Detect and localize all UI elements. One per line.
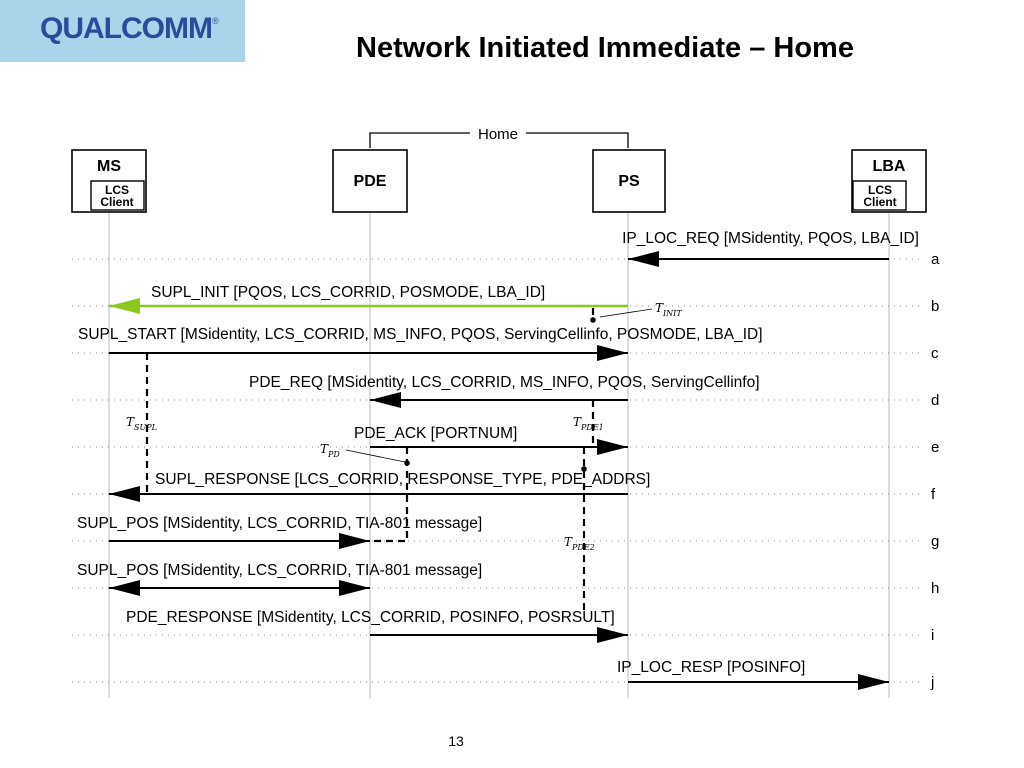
svg-text:Client: Client — [100, 195, 133, 209]
timer-pde2-label: TPDE2 — [564, 535, 595, 552]
svg-text:LBA: LBA — [873, 158, 906, 175]
message-label-c: SUPL_START [MSidentity, LCS_CORRID, MS_I… — [78, 326, 763, 343]
message-label-j: IP_LOC_RESP [POSINFO] — [617, 659, 805, 676]
message-label-b: SUPL_INIT [PQOS, LCS_CORRID, POSMODE, LB… — [151, 284, 545, 301]
entity-lba: LBA LCS Client — [851, 149, 927, 213]
row-letter-j: j — [930, 674, 934, 691]
message-label-e: PDE_ACK [PORTNUM] — [354, 425, 517, 442]
row-letter-d: d — [931, 392, 939, 409]
message-label-a: IP_LOC_REQ [MSidentity, PQOS, LBA_ID] — [622, 230, 919, 247]
message-label-d: PDE_REQ [MSidentity, LCS_CORRID, MS_INFO… — [249, 374, 760, 391]
message-label-g: SUPL_POS [MSidentity, LCS_CORRID, TIA-80… — [77, 515, 482, 532]
timer-pd-leader — [345, 449, 406, 463]
entity-pde: PDE — [332, 149, 408, 213]
entity-ps: PS — [592, 149, 666, 213]
logo-banner: QUALCOMM® — [0, 0, 245, 62]
svg-text:LCS: LCS — [105, 183, 129, 197]
row-letter-a: a — [931, 251, 940, 268]
timer-pde2-dot — [581, 466, 587, 472]
row-letter-h: h — [931, 580, 939, 597]
page-title: Network Initiated Immediate – Home — [356, 32, 854, 64]
home-group-bracket: Home — [369, 126, 629, 148]
row-letter-f: f — [931, 486, 936, 503]
svg-text:MS: MS — [97, 158, 121, 175]
svg-text:PS: PS — [618, 173, 640, 190]
timer-init-leader — [599, 308, 653, 318]
message-label-h: SUPL_POS [MSidentity, LCS_CORRID, TIA-80… — [77, 562, 482, 579]
timer-pd-label: TPD — [320, 442, 340, 459]
timers — [145, 308, 595, 615]
row-letter-c: c — [931, 345, 939, 362]
page-number: 13 — [448, 733, 464, 749]
entity-ms: MS LCS Client — [71, 149, 147, 213]
timer-pde1-label: TPDE1 — [573, 415, 604, 432]
message-label-i: PDE_RESPONSE [MSidentity, LCS_CORRID, PO… — [126, 609, 615, 626]
row-letter-b: b — [931, 298, 939, 315]
home-group-label: Home — [478, 126, 518, 143]
qualcomm-logo: QUALCOMM® — [40, 12, 219, 45]
svg-text:Client: Client — [863, 195, 896, 209]
row-letter-e: e — [931, 439, 939, 456]
message-label-f: SUPL_RESPONSE [LCS_CORRID, RESPONSE_TYPE… — [155, 471, 650, 488]
timer-pd-dot — [404, 460, 410, 466]
message-labels: IP_LOC_REQ [MSidentity, PQOS, LBA_ID] SU… — [77, 230, 919, 676]
row-letter-g: g — [931, 533, 939, 550]
timer-init-dot — [590, 317, 596, 323]
message-arrows — [109, 251, 889, 690]
timer-supl-label: TSUPL — [126, 415, 157, 432]
svg-text:LCS: LCS — [868, 183, 892, 197]
svg-text:PDE: PDE — [354, 173, 387, 190]
row-letter-i: i — [931, 627, 934, 644]
lifelines — [108, 212, 890, 698]
timer-init-label: TINIT — [655, 301, 682, 318]
